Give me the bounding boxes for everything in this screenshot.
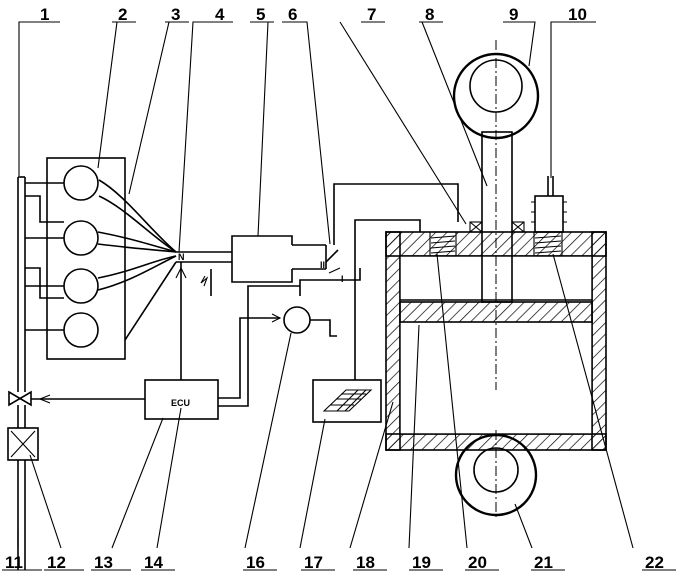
label-18: 18 — [356, 553, 375, 572]
label-11: 11 — [5, 553, 23, 572]
label-20: 20 — [468, 553, 487, 572]
valve-position-one-label: I — [341, 274, 344, 284]
label-8: 8 — [425, 5, 434, 24]
exhaust-pipe: N — [176, 251, 232, 263]
label-5: 5 — [256, 5, 265, 24]
label-22: 22 — [645, 553, 664, 572]
label-9: 9 — [509, 5, 518, 24]
label-17: 17 — [304, 553, 323, 572]
cylinder-housing — [385, 231, 607, 451]
valve-position-two-label: II — [320, 260, 325, 270]
heat-exchanger — [312, 219, 421, 423]
top-number-labels: 1 2 3 4 5 6 7 8 9 10 — [40, 5, 587, 24]
ecu-label: ECU — [171, 398, 190, 408]
label-underlines — [2, 21, 676, 571]
engine-block — [46, 157, 126, 360]
label-14: 14 — [144, 553, 163, 572]
label-16: 16 — [246, 553, 265, 572]
bottom-number-labels: 11 12 13 14 16 17 18 19 20 21 22 — [5, 553, 664, 572]
sensor-signal-lines — [175, 262, 300, 407]
exhaust-valve: II I — [320, 249, 344, 284]
label-2: 2 — [118, 5, 127, 24]
label-6: 6 — [288, 5, 297, 24]
ecu-box: ECU — [144, 379, 219, 420]
label-4: 4 — [215, 5, 225, 24]
label-3: 3 — [171, 5, 180, 24]
fuel-rail — [17, 176, 64, 392]
leader-lines — [17, 21, 634, 549]
sensor-mark-n: N — [178, 252, 185, 262]
label-12: 12 — [47, 553, 66, 572]
label-13: 13 — [94, 553, 113, 572]
label-21: 21 — [534, 553, 553, 572]
connecting-rod — [481, 131, 513, 303]
upper-flywheel — [452, 40, 540, 390]
fuel-valve — [7, 390, 145, 570]
lower-flywheel — [454, 430, 538, 520]
label-10: 10 — [568, 5, 587, 24]
catalytic-converter — [231, 235, 327, 283]
label-19: 19 — [412, 553, 431, 572]
valve-actuator — [531, 176, 567, 233]
valve-to-cylinder-line — [299, 183, 459, 296]
label-1: 1 — [40, 5, 49, 24]
label-7: 7 — [367, 5, 376, 24]
top-seals — [469, 221, 525, 233]
pump — [283, 306, 337, 337]
spring-left — [429, 231, 457, 257]
exhaust-manifold — [97, 179, 177, 341]
